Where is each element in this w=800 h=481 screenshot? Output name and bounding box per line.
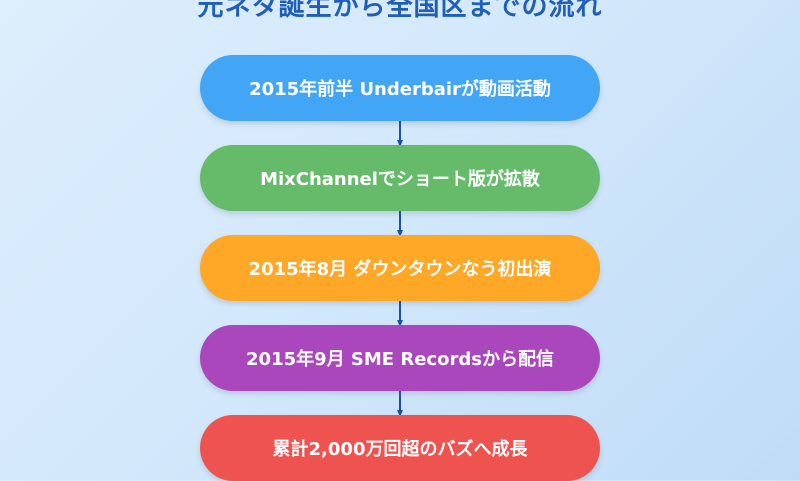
step-4-label: 2015年9月 SME Recordsから配信 xyxy=(246,349,554,370)
diagram-title: 元ネタ誕生から全国区までの流れ xyxy=(197,0,603,22)
step-3-node: 2015年8月 ダウンタウンなう初出演 xyxy=(200,235,600,301)
arrow-1-2 xyxy=(397,121,403,147)
step-2-label: MixChannelでショート版が拡散 xyxy=(260,169,540,190)
step-1-label: 2015年前半 Underbairが動画活動 xyxy=(249,79,551,100)
step-4-node: 2015年9月 SME Recordsから配信 xyxy=(200,325,600,391)
step-3-label: 2015年8月 ダウンタウンなう初出演 xyxy=(248,259,552,280)
arrow-4-5 xyxy=(397,391,403,417)
arrow-2-3 xyxy=(397,211,403,237)
step-5-label: 累計2,000万回超のバズへ成長 xyxy=(272,439,528,460)
arrow-3-4 xyxy=(397,301,403,327)
step-1-node: 2015年前半 Underbairが動画活動 xyxy=(200,55,600,121)
step-2-node: MixChannelでショート版が拡散 xyxy=(200,145,600,211)
step-5-node: 累計2,000万回超のバズへ成長 xyxy=(200,415,600,481)
